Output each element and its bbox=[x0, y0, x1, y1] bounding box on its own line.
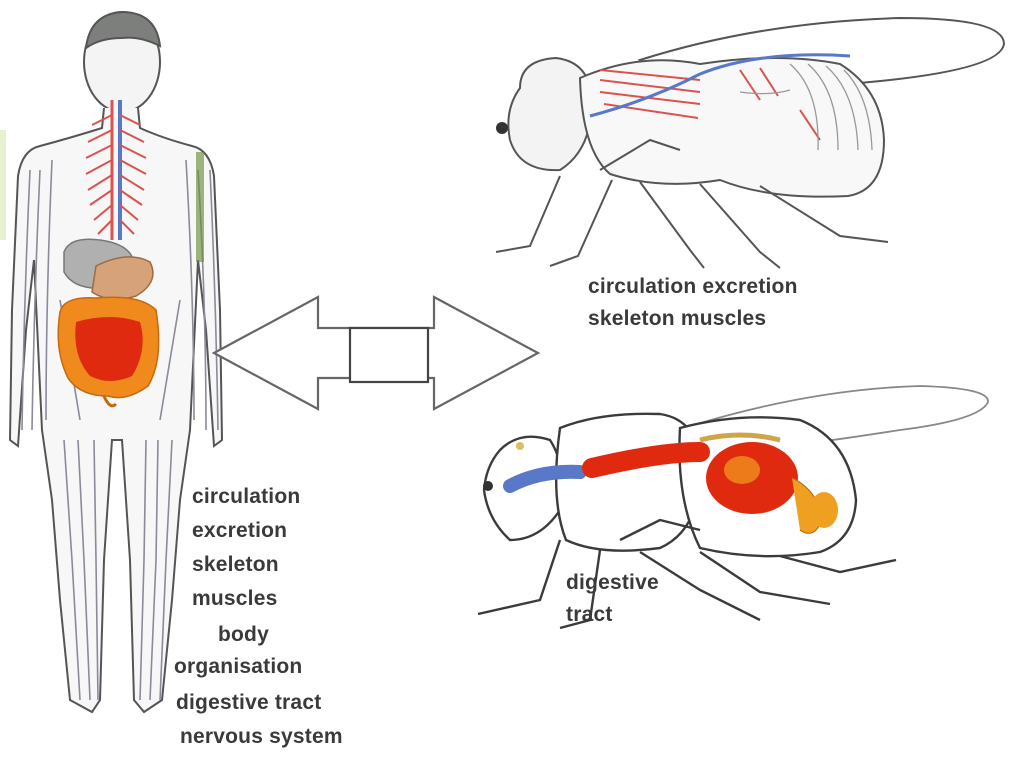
fly-bottom-antenna-dot bbox=[516, 442, 524, 450]
fly-bottom-label-line1: digestive bbox=[566, 572, 659, 593]
human-label-skeleton: skeleton bbox=[192, 554, 279, 575]
fly-bottom-rectum bbox=[810, 492, 838, 528]
human-label-body: body bbox=[218, 624, 269, 645]
human-label-nervous-system: nervous system bbox=[180, 726, 343, 747]
human-label-excretion: excretion bbox=[192, 520, 287, 541]
fly-bottom-head bbox=[484, 437, 562, 540]
fly-top-label-line1: circulation excretion bbox=[588, 276, 798, 297]
fly-bottom-label-line2: tract bbox=[566, 604, 613, 625]
fly-bottom-thorax bbox=[556, 414, 700, 551]
human-label-digestive-tract: digestive tract bbox=[176, 692, 321, 713]
human-label-organisation: organisation bbox=[174, 656, 302, 677]
fly-bottom-eye bbox=[483, 481, 493, 491]
human-label-circulation: circulation bbox=[192, 486, 300, 507]
human-label-muscles: muscles bbox=[192, 588, 277, 609]
fly-top-label-line2: skeleton muscles bbox=[588, 308, 766, 329]
